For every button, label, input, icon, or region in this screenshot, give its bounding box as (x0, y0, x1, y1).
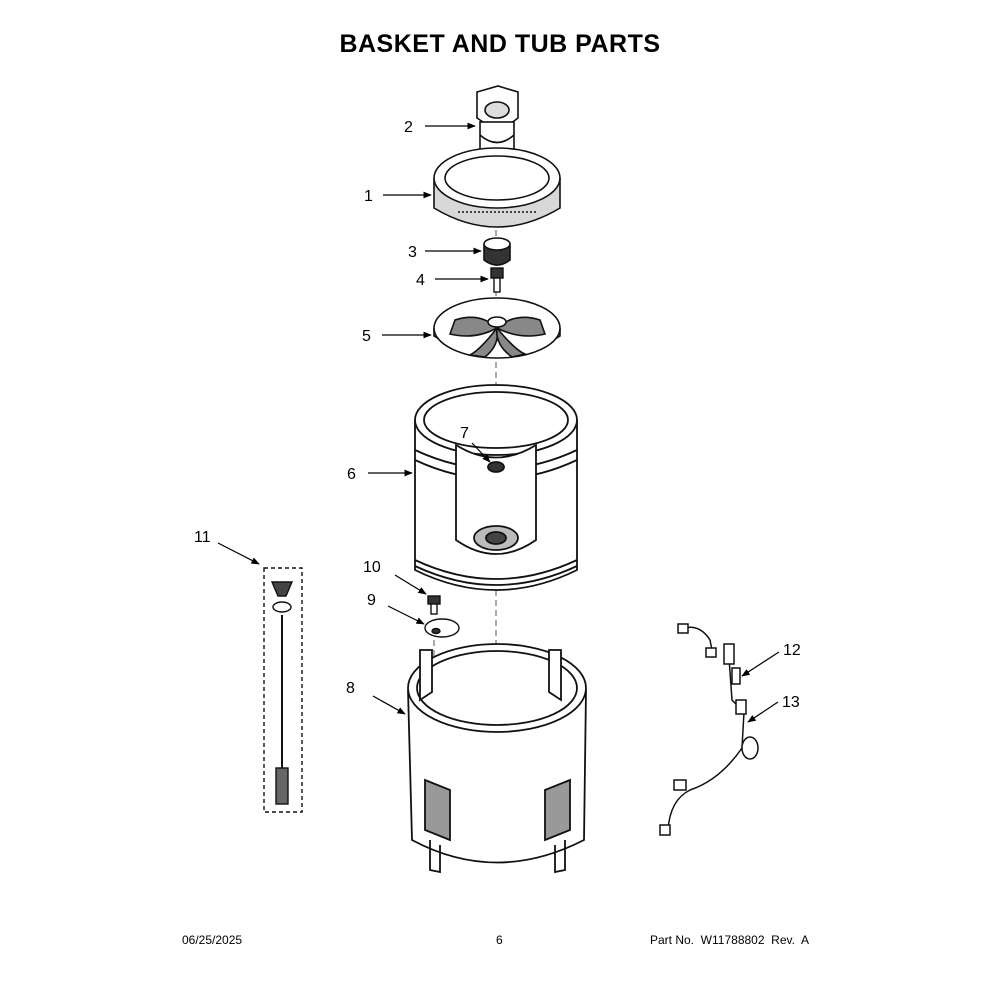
screw-part (427, 595, 441, 615)
callout-12: 12 (783, 642, 801, 659)
impeller-plate-part (433, 297, 561, 359)
callout-8: 8 (346, 680, 355, 697)
seal-disc-part (424, 618, 460, 638)
callout-2: 2 (404, 119, 413, 136)
footer-page-number: 6 (496, 933, 503, 947)
callout-7: 7 (460, 425, 469, 442)
callout-9: 9 (367, 592, 376, 609)
callout-3: 3 (408, 244, 417, 261)
callout-10: 10 (363, 559, 381, 576)
callout-6: 6 (347, 466, 356, 483)
agitator-base-part (433, 147, 561, 228)
leader-lines (217, 122, 780, 723)
suspension-rod-part (263, 567, 303, 813)
outer-tub-part (407, 643, 587, 874)
callout-5: 5 (362, 328, 371, 345)
footer-part-number: Part No. W11788802 Rev. A (650, 933, 809, 947)
callout-1: 1 (364, 188, 373, 205)
footer-date: 06/25/2025 (182, 933, 243, 947)
wire-harness-part (659, 623, 759, 836)
callout-13: 13 (782, 694, 800, 711)
callout-11: 11 (194, 529, 211, 546)
bolt-part (490, 267, 504, 293)
cap-part (483, 237, 511, 266)
callout-numbers: 2 1 3 4 5 6 7 8 9 10 11 12 13 (194, 119, 801, 711)
callout-4: 4 (416, 272, 425, 289)
page-title: BASKET AND TUB PARTS (339, 30, 661, 58)
wash-basket-part (414, 384, 578, 591)
